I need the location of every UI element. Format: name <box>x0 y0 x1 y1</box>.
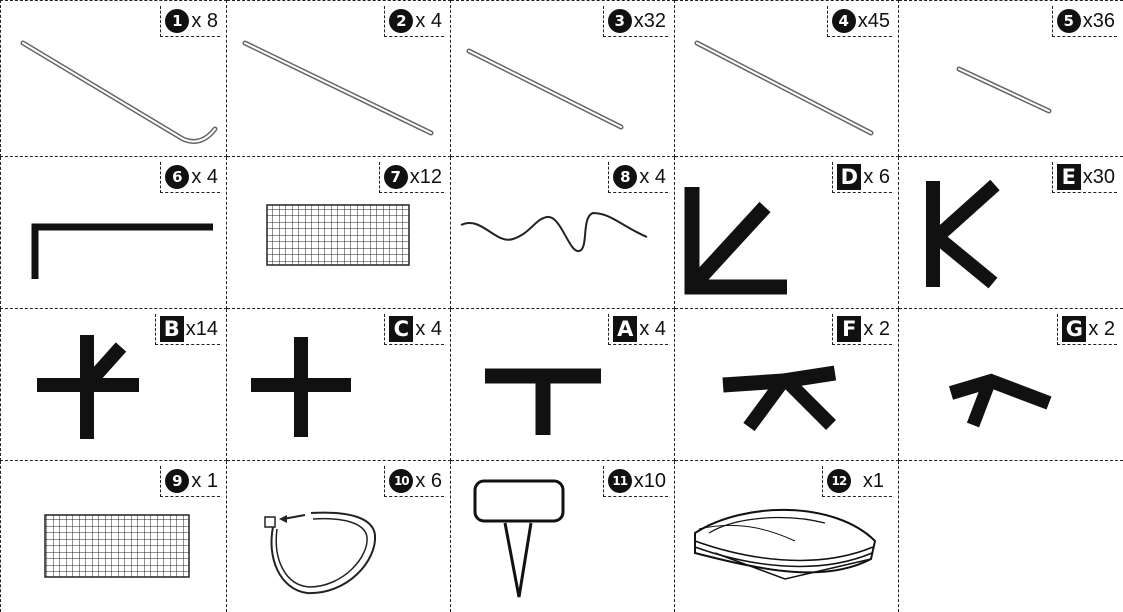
part-number-badge: 2 <box>389 9 413 33</box>
part-letter-badge: C <box>389 316 413 342</box>
part-quantity: x12 <box>410 167 442 187</box>
part-quantity: x32 <box>634 11 666 31</box>
part-cell-8: 8 x 4 <box>451 157 675 309</box>
part-quantity: x 2 <box>863 319 890 339</box>
part-letter-badge: F <box>837 316 861 342</box>
part-quantity: x 4 <box>415 319 442 339</box>
part-quantity: x45 <box>858 11 890 31</box>
part-cell-9: 9 x 1 <box>0 461 227 612</box>
part-quantity: x 6 <box>415 471 442 491</box>
part-quantity: x 2 <box>1088 319 1115 339</box>
part-letter-badge: G <box>1062 316 1086 342</box>
part-cell-A: A x 4 <box>451 309 675 461</box>
part-label-9: 9 x 1 <box>160 466 220 497</box>
part-label-7: 7 x12 <box>379 162 444 193</box>
part-label-C: C x 4 <box>384 314 444 345</box>
part-number-badge: 7 <box>384 165 408 189</box>
part-number-badge: 4 <box>832 9 856 33</box>
part-number-badge: 6 <box>165 165 189 189</box>
part-cell-4: 4 x45 <box>675 0 899 157</box>
part-label-4: 4 x45 <box>827 6 892 37</box>
part-quantity: x14 <box>186 319 218 339</box>
part-label-B: B x14 <box>155 314 220 345</box>
part-label-12: 12 x1 <box>822 466 892 497</box>
part-cell-F: F x 2 <box>675 309 899 461</box>
part-cell-E: E x30 <box>899 157 1123 309</box>
part-cell-12: 12 x1 <box>675 461 899 612</box>
part-number-badge: 12 <box>827 469 851 493</box>
part-label-G: G x 2 <box>1057 314 1117 345</box>
part-cell-3: 3 x32 <box>451 0 675 157</box>
part-number-badge: 9 <box>165 469 189 493</box>
empty-cell <box>899 461 1123 612</box>
part-quantity: x36 <box>1083 11 1115 31</box>
part-cell-2: 2 x 4 <box>227 0 451 157</box>
part-quantity: x30 <box>1083 167 1115 187</box>
part-cell-C: C x 4 <box>227 309 451 461</box>
part-number-badge: 3 <box>608 9 632 33</box>
part-quantity: x10 <box>634 471 666 491</box>
part-quantity: x 4 <box>639 167 666 187</box>
part-cell-D: D x 6 <box>675 157 899 309</box>
part-cell-1: 1 x 8 <box>0 0 227 157</box>
part-label-F: F x 2 <box>832 314 892 345</box>
part-cell-5: 5 x36 <box>899 0 1123 157</box>
part-cell-11: 11 x10 <box>451 461 675 612</box>
part-label-8: 8 x 4 <box>608 162 668 193</box>
part-cell-G: G x 2 <box>899 309 1123 461</box>
part-label-11: 11 x10 <box>603 466 668 497</box>
part-quantity: x 8 <box>191 11 218 31</box>
part-label-10: 10 x 6 <box>384 466 444 497</box>
part-label-2: 2 x 4 <box>384 6 444 37</box>
part-number-badge: 1 <box>165 9 189 33</box>
part-label-D: D x 6 <box>832 162 892 193</box>
part-quantity: x 4 <box>191 167 218 187</box>
part-quantity: x 4 <box>639 319 666 339</box>
part-letter-badge: D <box>837 164 861 190</box>
part-cell-7: 7 x12 <box>227 157 451 309</box>
part-quantity: x1 <box>863 471 884 491</box>
part-number-badge: 11 <box>608 469 632 493</box>
part-quantity: x 1 <box>191 471 218 491</box>
part-letter-badge: E <box>1057 164 1081 190</box>
part-cell-10: 10 x 6 <box>227 461 451 612</box>
part-label-A: A x 4 <box>608 314 668 345</box>
part-quantity: x 4 <box>415 11 442 31</box>
part-cell-6: 6 x 4 <box>0 157 227 309</box>
part-label-E: E x30 <box>1052 162 1117 193</box>
part-letter-badge: B <box>160 316 184 342</box>
part-quantity: x 6 <box>863 167 890 187</box>
part-label-3: 3 x32 <box>603 6 668 37</box>
part-label-1: 1 x 8 <box>160 6 220 37</box>
part-label-5: 5 x36 <box>1052 6 1117 37</box>
part-number-badge: 10 <box>389 469 413 493</box>
part-number-badge: 5 <box>1057 9 1081 33</box>
part-number-badge: 8 <box>613 165 637 189</box>
part-label-6: 6 x 4 <box>160 162 220 193</box>
part-letter-badge: A <box>613 316 637 342</box>
part-cell-B: B x14 <box>0 309 227 461</box>
